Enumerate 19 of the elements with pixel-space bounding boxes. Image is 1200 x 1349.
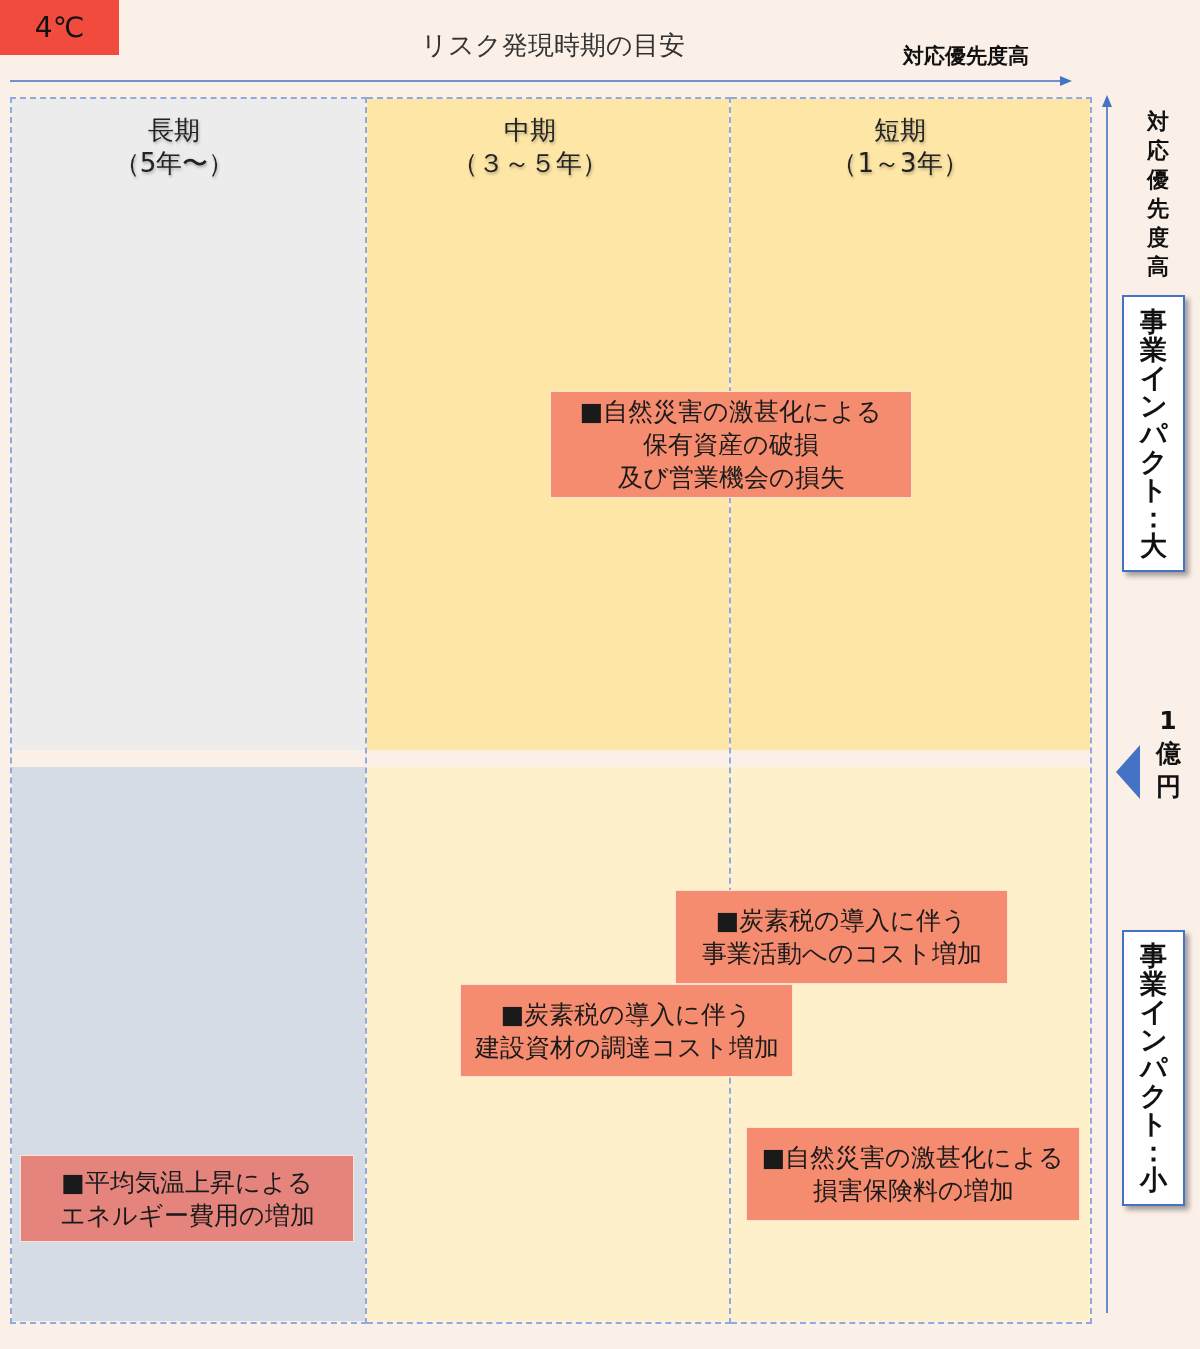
axis-label: 対応優先度高 [1145, 108, 1170, 281]
risk-box: ■炭素税の導入に伴う建設資材の調達コスト増加 [460, 984, 793, 1077]
axis-title: リスク発現時期の目安 [421, 29, 685, 62]
threshold-label: 1億円 [1154, 705, 1182, 803]
risk-box: ■平均気温上昇によるエネルギー費用の増加 [20, 1155, 354, 1242]
period-label: （1～3年） [831, 147, 969, 179]
column-heading: 短期 [874, 114, 926, 146]
scenario-tag: 4℃ [0, 0, 119, 55]
impact-box: 事業インパクト：大 [1122, 295, 1185, 572]
column-heading: 中期 [504, 114, 556, 146]
risk-box: ■炭素税の導入に伴う事業活動へのコスト増加 [675, 890, 1008, 984]
period-label: （5年〜） [113, 147, 235, 179]
column-heading: 長期 [148, 114, 200, 146]
timeframe-column [10, 97, 367, 1324]
risk-box: ■自然災害の激甚化による損害保険料の増加 [746, 1127, 1080, 1221]
risk-box: ■自然災害の激甚化による保有資産の破損及び営業機会の損失 [550, 391, 912, 498]
axis-label: 対応優先度高 [903, 43, 1029, 70]
impact-box: 事業インパクト：小 [1122, 930, 1185, 1206]
period-label: （３～５年） [452, 147, 608, 179]
